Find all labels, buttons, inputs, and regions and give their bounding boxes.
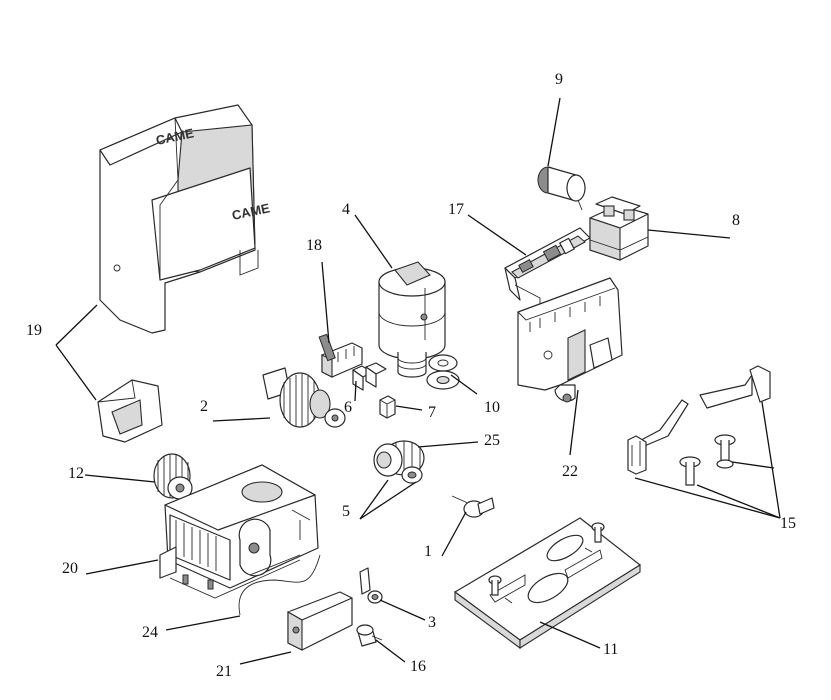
callout-1: 1 <box>424 543 432 560</box>
part-pinion <box>153 453 193 500</box>
part-mounting-plate <box>517 277 623 403</box>
callout-12: 12 <box>68 465 84 482</box>
callout-17: 17 <box>448 201 464 218</box>
part-cover-cap <box>97 379 163 443</box>
part-release-key <box>451 495 495 518</box>
part-gearbox-housing <box>159 464 319 599</box>
callout-numbers: 19 18 4 9 17 8 2 6 7 10 25 5 22 12 20 1 … <box>26 71 796 680</box>
part-screw <box>356 624 383 647</box>
callout-4: 4 <box>342 201 350 218</box>
callout-15: 15 <box>780 515 796 532</box>
part-bracket-screw <box>359 567 383 604</box>
part-motor <box>378 261 446 378</box>
part-control-board <box>504 227 591 306</box>
callout-8: 8 <box>732 212 740 229</box>
part-terminal-box <box>287 591 353 651</box>
part-output-shaft <box>262 367 346 428</box>
callout-25: 25 <box>484 432 500 449</box>
callout-19: 19 <box>26 322 42 339</box>
callout-16: 16 <box>410 658 426 675</box>
callout-5: 5 <box>342 503 350 520</box>
part-discs <box>426 354 460 390</box>
callout-9: 9 <box>555 71 563 88</box>
callout-3: 3 <box>428 614 436 631</box>
callout-7: 7 <box>428 404 436 421</box>
part-gear-wheels <box>373 440 425 484</box>
part-transformer <box>589 196 649 261</box>
callout-11: 11 <box>603 641 618 658</box>
part-connectors <box>352 362 387 391</box>
callout-21: 21 <box>216 663 232 680</box>
leader-lines <box>55 97 781 665</box>
callout-6: 6 <box>344 399 352 416</box>
callout-24: 24 <box>142 624 158 641</box>
part-brackets <box>627 365 771 486</box>
part-cover: CAME CAME <box>99 104 271 334</box>
callout-2: 2 <box>200 398 208 415</box>
callout-22: 22 <box>562 463 578 480</box>
callout-10: 10 <box>484 399 500 416</box>
part-foundation-plate <box>454 517 641 650</box>
part-capacitor <box>537 166 586 211</box>
part-limit-switch <box>318 333 363 378</box>
callout-20: 20 <box>62 560 78 577</box>
part-small-connector <box>379 395 396 419</box>
callout-18: 18 <box>306 237 322 254</box>
part-wire <box>238 554 321 616</box>
